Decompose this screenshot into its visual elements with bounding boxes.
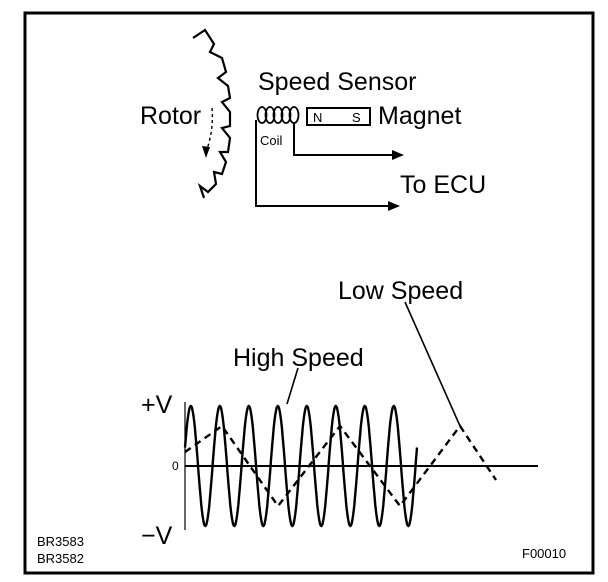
wire-lower-arrowhead (388, 201, 400, 211)
magnet-block (306, 107, 371, 126)
code-left-top: BR3583 (37, 534, 84, 549)
plus-v-label: +V (141, 391, 173, 419)
coil-winding (256, 106, 300, 124)
magnet-label: Magnet (378, 102, 461, 130)
code-left-bottom: BR3582 (37, 551, 84, 566)
rotation-arrowhead (202, 146, 210, 158)
low-speed-leader (404, 301, 461, 427)
speed-sensor-label: Speed Sensor (258, 68, 416, 96)
rotor-teeth (192, 28, 232, 199)
zero-label: 0 (172, 459, 179, 473)
high-speed-leader (286, 367, 299, 405)
wire-lower (255, 120, 388, 207)
code-right: F00010 (522, 546, 566, 561)
sensor-schematic: Speed Sensor Rotor Magnet Coil N S To EC… (140, 28, 486, 211)
waveform-plot: Low Speed High Speed +V −V 0 (141, 277, 538, 550)
magnet-s-label: S (352, 110, 361, 125)
rotor-label: Rotor (140, 102, 201, 130)
magnet-n-label: N (313, 110, 322, 125)
rotation-arrow (205, 107, 214, 153)
minus-v-label: −V (141, 522, 173, 550)
high-speed-label: High Speed (233, 344, 364, 372)
coil-label: Coil (260, 133, 283, 148)
low-speed-label: Low Speed (338, 277, 463, 305)
figure-frame (23, 11, 595, 575)
wire-upper (293, 123, 392, 156)
wire-upper-arrowhead (392, 150, 404, 160)
high-speed-waveform (183, 404, 419, 528)
to-ecu-label: To ECU (400, 171, 486, 199)
